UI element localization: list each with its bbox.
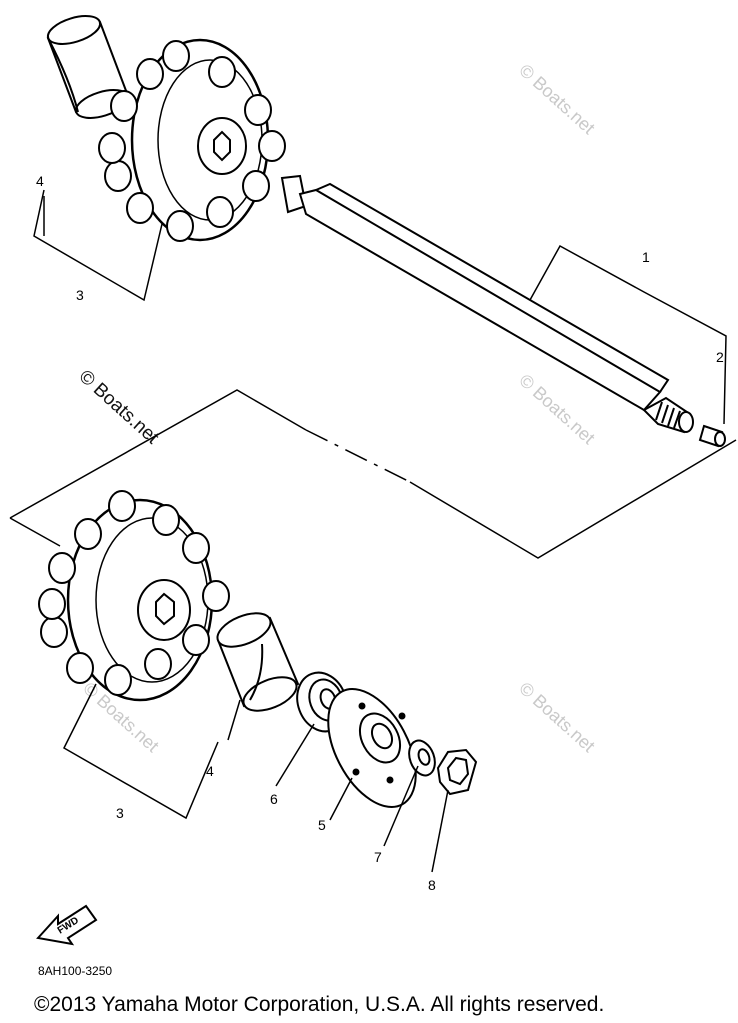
pin xyxy=(698,424,726,448)
washer xyxy=(408,739,436,777)
callouts: 4 3 1 2 4 3 6 5 7 8 xyxy=(36,173,724,893)
callout-4-lower: 4 xyxy=(206,763,214,779)
spacer-lower xyxy=(216,612,300,712)
callout-6: 6 xyxy=(270,791,278,807)
callout-3-upper: 3 xyxy=(76,287,84,303)
watermark: © Boats.net xyxy=(515,60,598,138)
nut xyxy=(436,748,478,796)
part-code: 8AH100-3250 xyxy=(38,964,112,978)
callout-4-upper: 4 xyxy=(36,173,44,189)
copyright-notice: ©2013 Yamaha Motor Corporation, U.S.A. A… xyxy=(34,993,605,1016)
callout-5: 5 xyxy=(318,817,326,833)
sprocket-upper xyxy=(98,38,286,242)
callout-2: 2 xyxy=(716,349,724,365)
watermark: © Boats.net xyxy=(515,678,598,756)
fwd-arrow-icon: FWD xyxy=(36,904,98,946)
callout-7: 7 xyxy=(374,849,382,865)
assembly-guide xyxy=(9,389,737,559)
callout-1: 1 xyxy=(642,249,650,265)
bearing-housing xyxy=(327,688,417,808)
shaft xyxy=(280,174,694,434)
leader-lines xyxy=(33,189,727,873)
watermark: © Boats.net xyxy=(515,370,598,448)
callout-8: 8 xyxy=(428,877,436,893)
watermark-dark: © Boats.net xyxy=(75,366,164,449)
callout-3-lower: 3 xyxy=(116,805,124,821)
sprocket-lower xyxy=(38,490,230,702)
